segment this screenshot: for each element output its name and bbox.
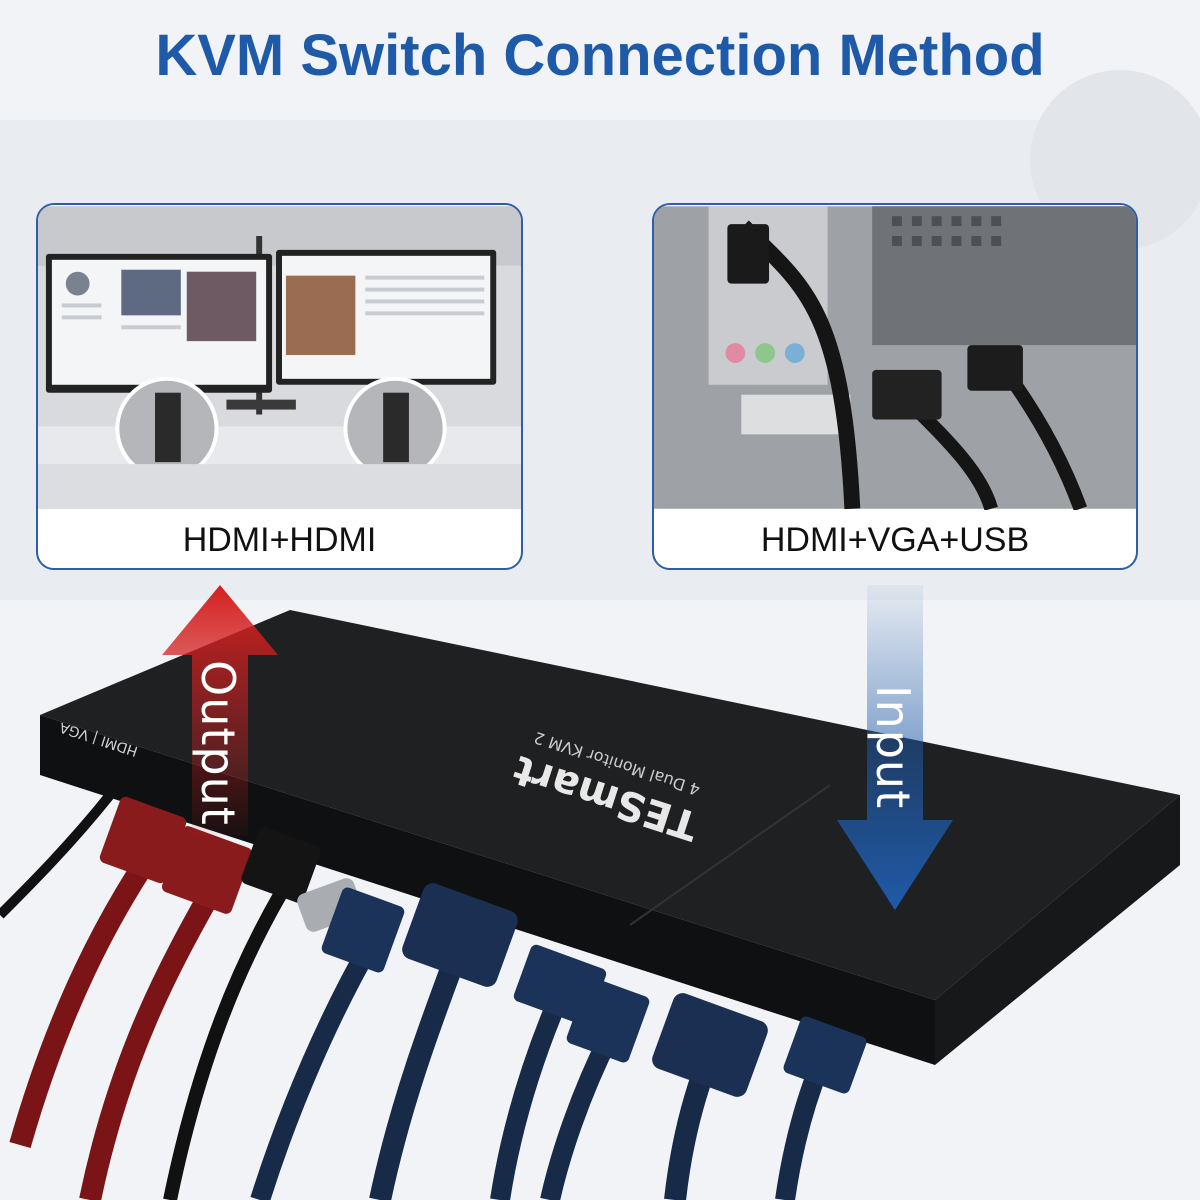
- pc-rear-ports-photo: [654, 206, 1136, 510]
- card-caption: HDMI+VGA+USB: [760, 521, 1030, 559]
- dual-monitor-desk-photo: [38, 206, 521, 509]
- output-label: Output: [191, 660, 245, 826]
- input-label: Input: [866, 685, 920, 810]
- page-title: KVM Switch Connection Method: [155, 23, 1045, 88]
- card-caption: HDMI+HDMI: [182, 521, 377, 559]
- hdmi-vga-usb-card: HDMI+VGA+USB: [652, 203, 1138, 570]
- input-arrow: [837, 585, 953, 910]
- hdmi-hdmi-card: HDMI+HDMI: [36, 203, 523, 570]
- output-arrow: [162, 585, 278, 835]
